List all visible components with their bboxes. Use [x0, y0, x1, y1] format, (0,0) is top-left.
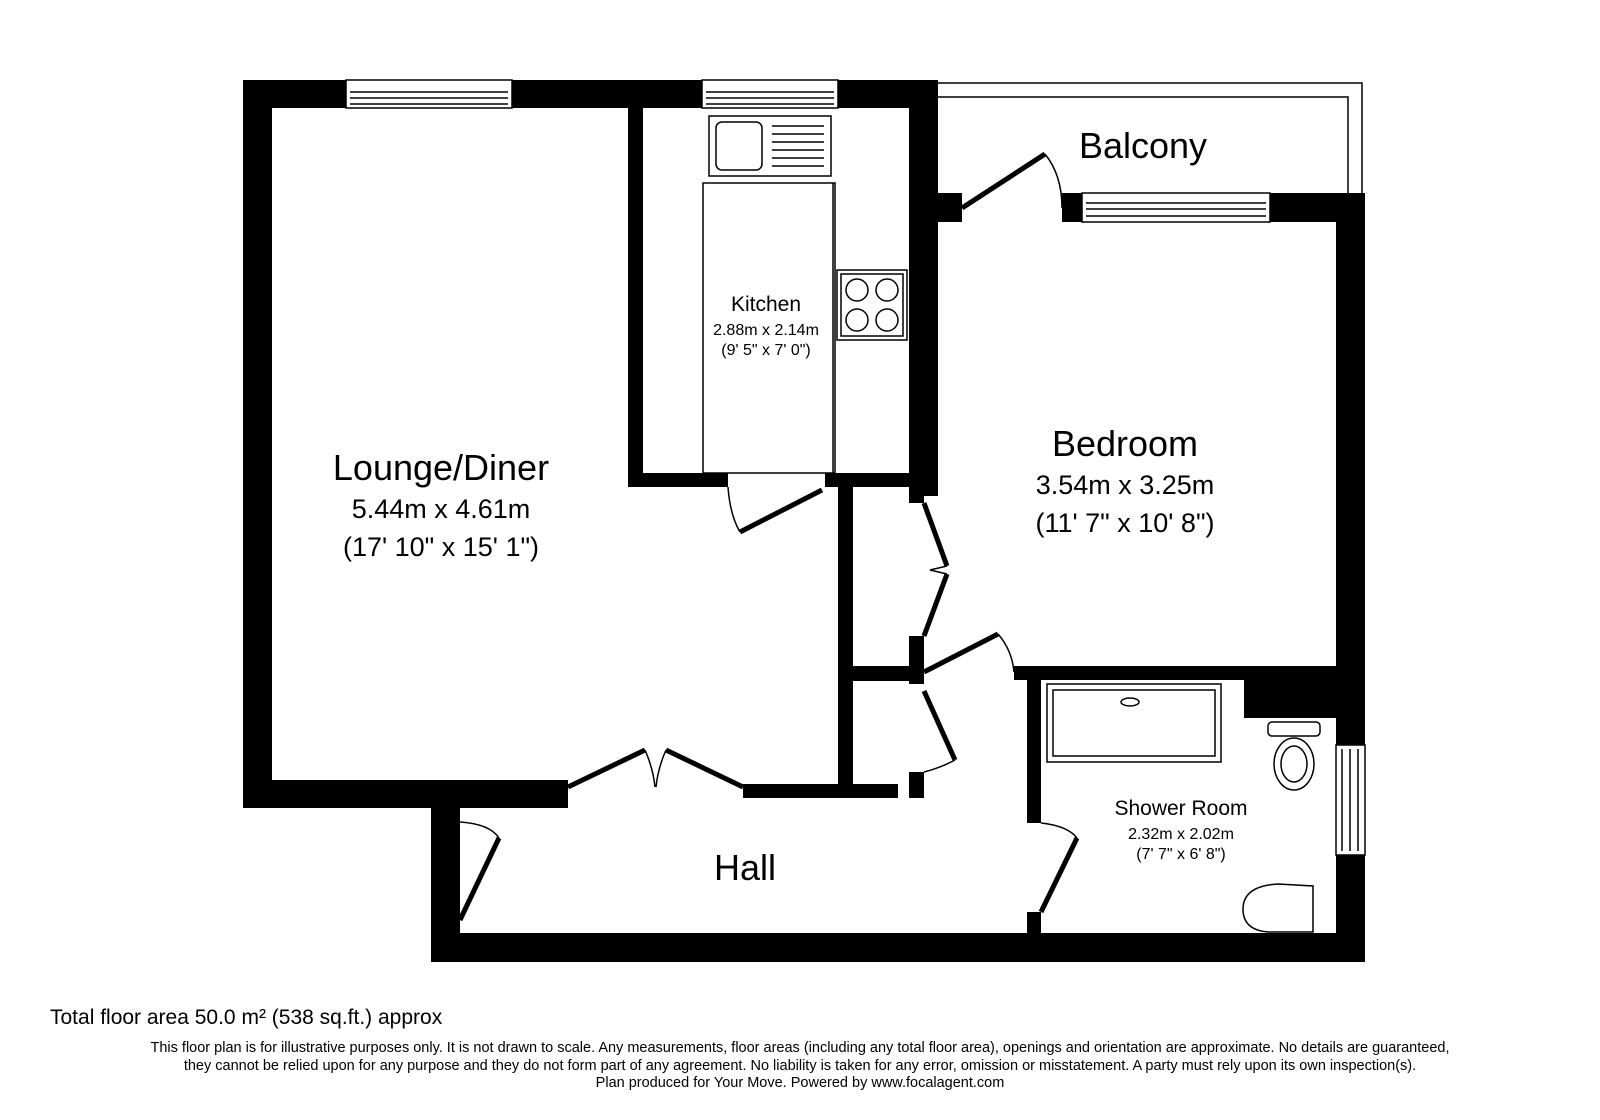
door-balcony — [960, 151, 1063, 211]
wall-lounge-left — [243, 80, 272, 808]
toilet-icon — [1267, 721, 1321, 791]
room-labels: Lounge/Diner 5.44m x 4.61m (17' 10" x 15… — [333, 125, 1248, 888]
wall-bedroom-top-right — [1270, 193, 1365, 222]
wall-bedroom-left-b — [909, 636, 924, 684]
wall-bedroom-left-c — [909, 772, 924, 798]
window-lounge — [345, 79, 513, 109]
door-bedroom — [922, 631, 1015, 675]
wall-shower-left-a — [1027, 680, 1041, 823]
kitchen-worktop — [702, 182, 836, 474]
wall-kitchen-bottom-b — [825, 473, 909, 487]
wall-bedroom-top-mid — [1062, 193, 1082, 222]
bedroom-imperial: (11' 7" x 10' 8") — [1035, 508, 1214, 538]
basin-icon — [1242, 883, 1314, 933]
bedroom-name: Bedroom — [1052, 423, 1198, 464]
fixtures — [702, 115, 1321, 933]
door-shower — [1038, 822, 1080, 914]
hob-icon — [836, 269, 908, 341]
disclaimer-line: Plan produced for Your Move. Powered by … — [595, 1075, 1005, 1091]
kitchen-imperial: (9' 5" x 7' 0") — [721, 342, 811, 359]
door-entrance — [457, 821, 502, 922]
shower-imperial: (7' 7" x 6' 8") — [1136, 846, 1226, 863]
door-cupboard-bedroom — [921, 502, 950, 637]
balcony-name: Balcony — [1079, 125, 1207, 166]
door-lounge-double — [566, 747, 745, 790]
window-bedroom — [1081, 192, 1271, 223]
wall-cupboard-left — [838, 487, 853, 797]
shower-metric: 2.32m x 2.02m — [1128, 826, 1234, 843]
wall-bedroom-top-left — [909, 193, 962, 222]
wall-shower-left-b — [1027, 912, 1041, 942]
total-floor-area: Total floor area 50.0 m² (538 sq.ft.) ap… — [50, 1006, 443, 1029]
wall-bedroom-left-a — [909, 487, 924, 503]
disclaimer-line: This floor plan is for illustrative purp… — [150, 1040, 1450, 1056]
wall-lounge-bottom-2 — [743, 784, 898, 798]
kitchen-metric: 2.88m x 2.14m — [713, 322, 819, 339]
doors — [457, 151, 1080, 922]
lounge-imperial: (17' 10" x 15' 1") — [343, 532, 539, 562]
door-kitchen — [727, 486, 824, 535]
kitchen-name: Kitchen — [731, 293, 801, 316]
disclaimer-line: they cannot be relied upon for any purpo… — [183, 1057, 1417, 1074]
wall-shower-corner — [1244, 666, 1365, 718]
shower-name: Shower Room — [1114, 797, 1247, 820]
bedroom-metric: 3.54m x 3.25m — [1036, 470, 1215, 500]
floor-plan: Lounge/Diner 5.44m x 4.61m (17' 10" x 15… — [243, 79, 1366, 962]
balcony-railing — [938, 82, 1363, 193]
wall-kitchen-bottom-a — [628, 473, 728, 487]
sink-icon — [708, 115, 832, 177]
lounge-name: Lounge/Diner — [333, 447, 549, 488]
hall-name: Hall — [714, 847, 776, 888]
window-kitchen — [701, 79, 839, 109]
lounge-metric: 5.44m x 4.61m — [352, 494, 531, 524]
windows — [345, 79, 1366, 856]
wall-cupboard-shelf — [838, 666, 918, 681]
disclaimer: This floor plan is for illustrative purp… — [0, 1040, 1600, 1093]
shower-tray-icon — [1046, 683, 1222, 763]
door-hall-cupboard — [921, 689, 958, 773]
wall-kitchen-left — [628, 100, 643, 485]
wall-lounge-bottom — [243, 780, 568, 808]
window-shower — [1335, 744, 1366, 856]
wall-bottom — [431, 933, 1365, 962]
